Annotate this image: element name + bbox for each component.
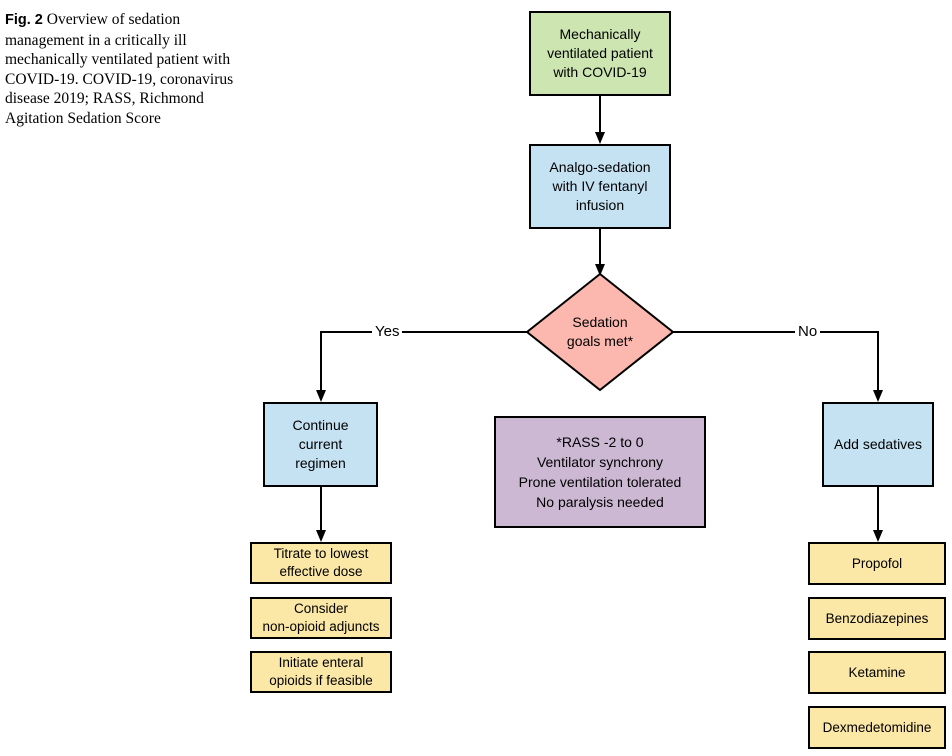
arrowhead-no-addsedatives (873, 390, 883, 402)
sedative-option-propofol: Propofol (808, 542, 946, 585)
arrowhead-analgesia-decision (595, 264, 605, 276)
yes-step-enteral-opioids: Initiate enteral opioids if feasible (250, 651, 392, 693)
connector-no-vertical (877, 331, 879, 390)
connector-yes-vertical (320, 331, 322, 390)
yes-step-adjuncts: Consider non-opioid adjuncts (250, 597, 392, 639)
continue-regimen-node: Continue current regimen (263, 402, 378, 487)
figure-caption-label: Fig. 2 (5, 12, 43, 28)
connector-yes-horizontal (321, 331, 529, 333)
connector-start-analgesia (599, 96, 601, 133)
rass-criteria-note: *RASS -2 to 0 Ventilator synchrony Prone… (494, 416, 706, 528)
arrowhead-continue-titrate (316, 530, 326, 542)
start-node: Mechanically ventilated patient with COV… (529, 11, 671, 96)
figure-caption-text: Overview of sedation management in a cri… (5, 11, 234, 127)
yes-step-titrate: Titrate to lowest effective dose (250, 542, 392, 584)
figure-caption: Fig. 2 Overview of sedation management i… (5, 10, 243, 128)
connector-addsedatives-propofol (877, 487, 879, 531)
decision-node: Sedation goals met* (525, 272, 675, 392)
decision-diamond-shape (525, 272, 675, 392)
analgesia-node: Analgo-sedation with IV fentanyl infusio… (529, 144, 671, 229)
sedative-option-dexmedetomidine: Dexmedetomidine (808, 706, 946, 749)
arrowhead-addsedatives-propofol (873, 530, 883, 542)
connector-analgesia-decision (599, 229, 601, 265)
arrowhead-start-analgesia (595, 132, 605, 144)
sedative-option-benzodiazepines: Benzodiazepines (808, 597, 946, 640)
arrowhead-yes-continue (316, 390, 326, 402)
no-branch-label: No (795, 322, 821, 341)
connector-continue-titrate (320, 487, 322, 531)
connector-no-horizontal (671, 331, 879, 333)
add-sedatives-node: Add sedatives (822, 402, 934, 487)
decision-node-label: Sedation goals met* (566, 314, 634, 349)
yes-branch-label: Yes (372, 322, 403, 341)
sedative-option-ketamine: Ketamine (808, 651, 946, 694)
